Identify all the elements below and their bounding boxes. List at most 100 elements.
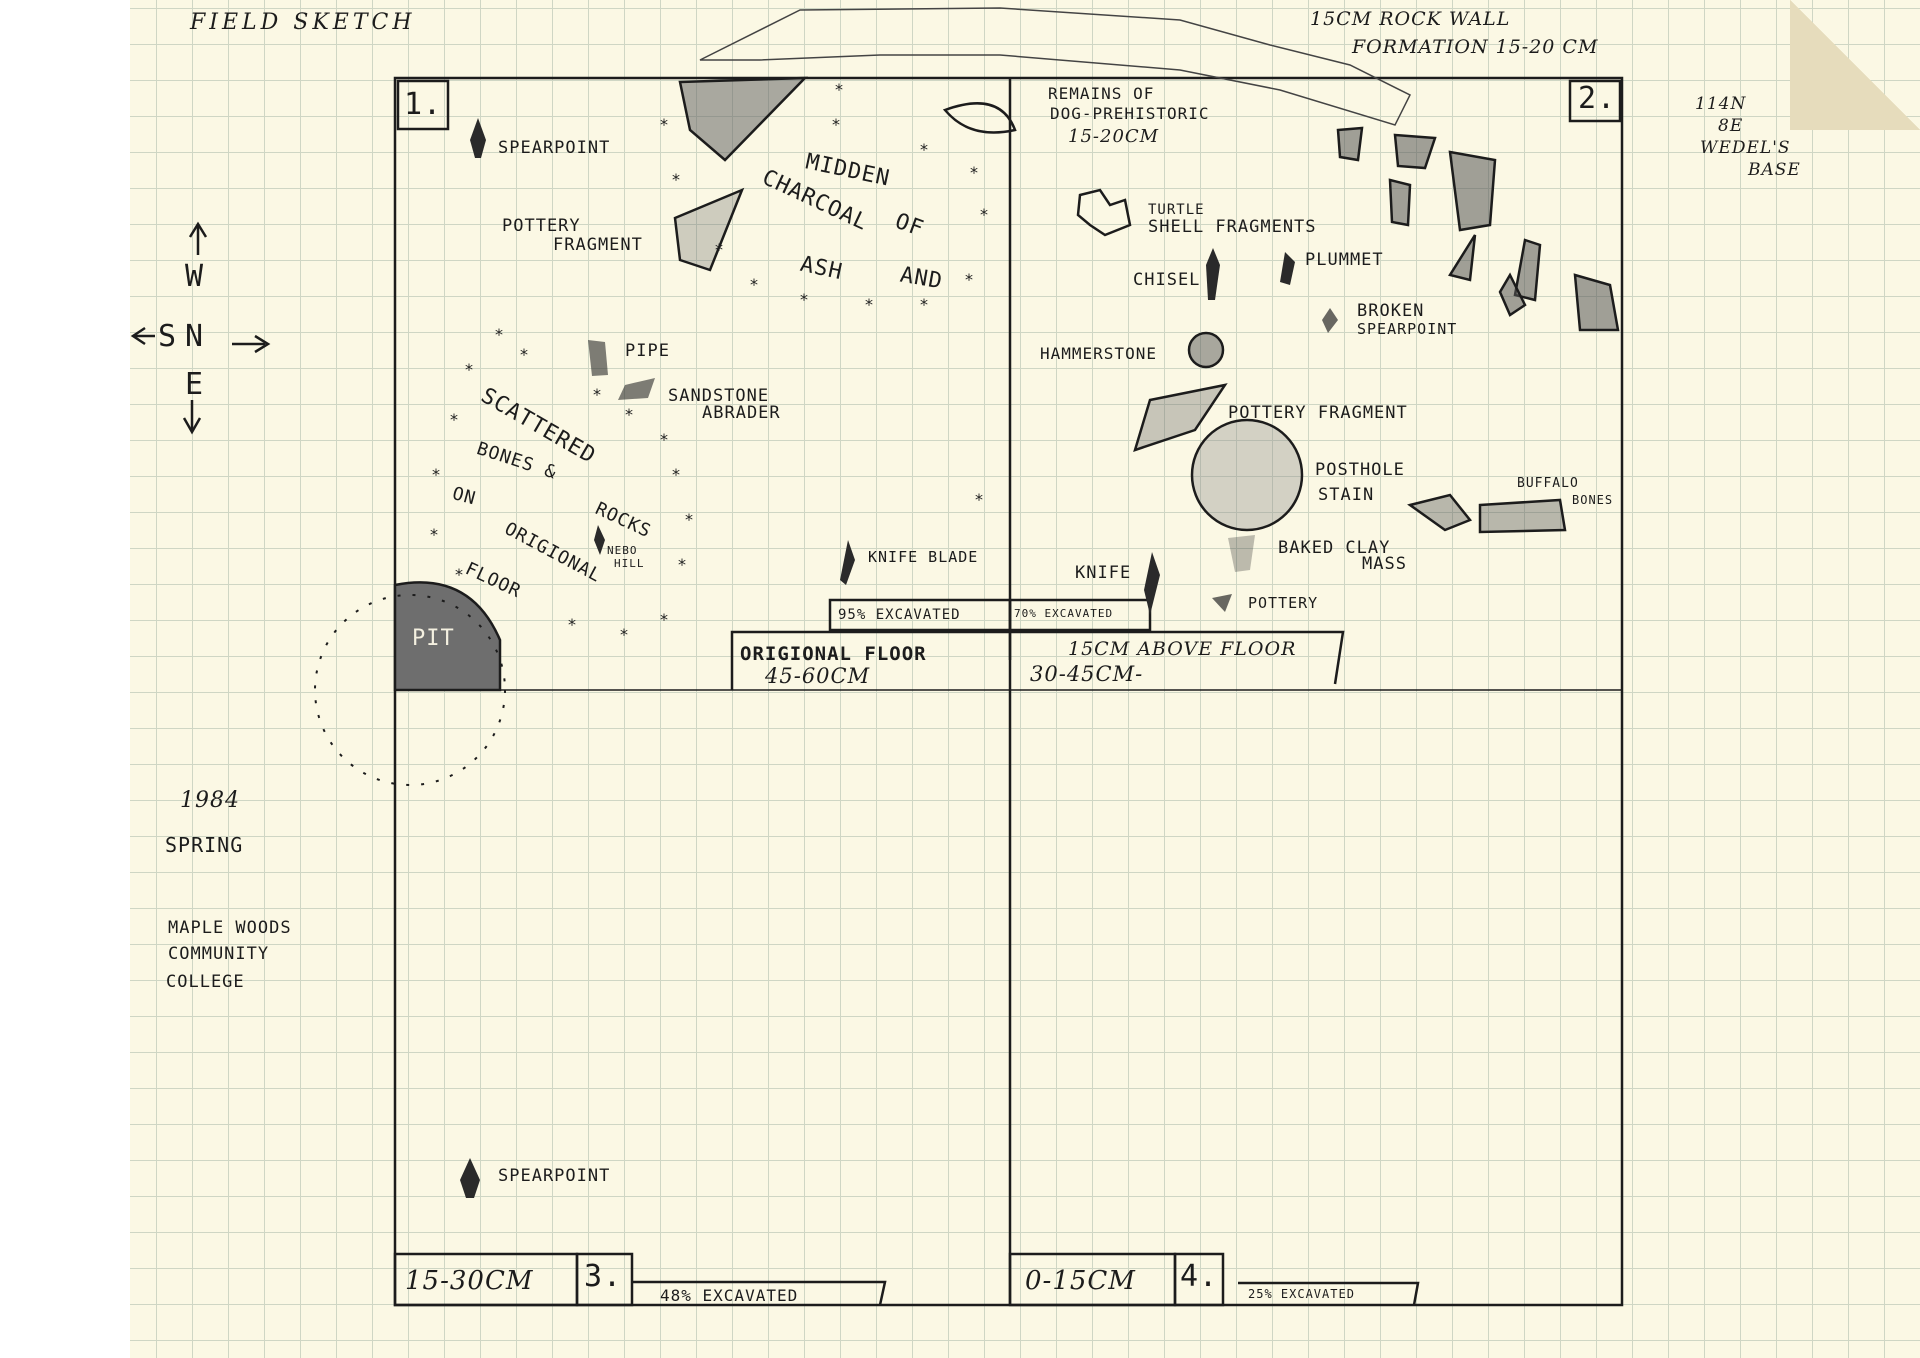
- broken-spearpoint-label-2: SPEARPOINT: [1357, 320, 1458, 338]
- datum-line-4: BASE: [1748, 160, 1801, 180]
- broken-spearpoint-label-1: BROKEN: [1357, 301, 1425, 321]
- svg-text:*: *: [430, 525, 438, 544]
- unit-2-box: [1568, 79, 1622, 123]
- svg-text:*: *: [715, 240, 723, 259]
- pit-label: PIT: [412, 626, 455, 651]
- dog-remains-label-1: REMAINS OF: [1048, 84, 1155, 103]
- unit-3-depth: 15-30cm: [405, 1266, 534, 1296]
- unit-3-excavated: 48% EXCAVATED: [660, 1286, 799, 1305]
- rock-wall-note-1: 15cm ROCK WALL: [1310, 8, 1511, 30]
- pipe-label: PIPE: [625, 341, 670, 361]
- baked-clay-label-1: BAKED CLAY: [1278, 538, 1391, 558]
- svg-text:*: *: [450, 410, 458, 429]
- svg-text:*: *: [678, 555, 686, 574]
- svg-text:*: *: [980, 205, 988, 224]
- posthole-label-2: STAIN: [1318, 485, 1375, 505]
- svg-text:*: *: [495, 325, 503, 344]
- svg-text:*: *: [455, 565, 463, 584]
- original-floor-depth: 45-60CM: [765, 664, 871, 688]
- plummet-drawing: [1280, 252, 1295, 285]
- svg-text:*: *: [660, 430, 668, 449]
- svg-text:*: *: [865, 295, 873, 314]
- dog-remains-label-3: 15-20cm: [1068, 126, 1160, 147]
- svg-text:*: *: [975, 490, 983, 509]
- unit-2-excavated: 70% EXCAVATED: [1014, 607, 1114, 620]
- compass-arrows: [130, 221, 271, 435]
- spearpoint-3-drawing: [460, 1158, 480, 1198]
- knife-blade-label: KNIFE BLADE: [868, 548, 979, 566]
- baked-clay-drawing: [1228, 535, 1255, 572]
- unit-1-box: [396, 79, 450, 131]
- nebo-hill-label-1: NEBO: [607, 544, 638, 557]
- svg-text:*: *: [568, 615, 576, 634]
- original-floor-box: [730, 630, 1012, 690]
- svg-text:*: *: [685, 510, 693, 529]
- svg-text:*: *: [800, 290, 808, 309]
- above-floor-label: 15CM ABOVE FLOOR: [1068, 638, 1297, 660]
- svg-text:*: *: [970, 163, 978, 182]
- excavation-grid-frame: [393, 76, 1624, 1307]
- posthole-label-1: POSTHOLE: [1315, 460, 1405, 480]
- baked-clay-label-2: MASS: [1362, 554, 1407, 574]
- svg-text:*: *: [920, 295, 928, 314]
- spearpoint-3-label: SPEARPOINT: [498, 1166, 611, 1186]
- svg-text:*: *: [750, 275, 758, 294]
- turtle-shell-drawing: [1076, 188, 1132, 237]
- svg-text:*: *: [620, 625, 628, 644]
- sandstone-abrader-label-1: SANDSTONE: [668, 386, 770, 406]
- datum-line-1: 114N: [1695, 94, 1747, 114]
- rock-wall-stones: [1336, 126, 1620, 332]
- scatter-marks: *** *** *** *** *** *** *** *** *** ***: [430, 80, 988, 644]
- knife-label: KNIFE: [1075, 563, 1132, 583]
- compass-center-label: N: [185, 319, 205, 354]
- pottery-fragment-2-label: POTTERY FRAGMENT: [1228, 403, 1408, 423]
- year-label: 1984: [180, 788, 240, 813]
- institution-line-1: MAPLE WOODS: [168, 918, 292, 938]
- svg-text:*: *: [625, 405, 633, 424]
- unit-1-excavated: 95% EXCAVATED: [838, 607, 961, 623]
- unit-3-number: 3.: [584, 1259, 623, 1294]
- compass-down-label: E: [185, 367, 205, 402]
- broken-spearpoint-drawing: [1322, 308, 1338, 333]
- unit-3-number-box: [575, 1252, 634, 1307]
- institution-line-2: COMMUNITY: [168, 944, 270, 964]
- rock-wall-outline: [699, 7, 1412, 126]
- dog-remains-drawing: [942, 102, 1017, 134]
- plummet-label: PLUMMET: [1305, 250, 1384, 270]
- nebo-hill-label-2: HILL: [614, 557, 645, 570]
- svg-text:*: *: [965, 270, 973, 289]
- pottery-label: POTTERY: [1248, 594, 1319, 612]
- pit-outline-dotted: [314, 594, 506, 786]
- pottery-drawing: [1212, 594, 1232, 612]
- folded-corner: [1790, 0, 1920, 130]
- pottery-fragment-drawing: [673, 187, 745, 272]
- buffalo-bones-label-2: BONES: [1572, 493, 1614, 507]
- svg-text:*: *: [660, 115, 668, 134]
- svg-text:*: *: [465, 360, 473, 379]
- pit-shape: [393, 581, 502, 692]
- pipe-drawing: [588, 340, 608, 376]
- unit-2-number: 2.: [1578, 81, 1617, 116]
- pottery-fragment-1-label-2: FRAGMENT: [553, 235, 643, 255]
- knife-blade-drawing: [840, 540, 855, 585]
- svg-text:*: *: [672, 465, 680, 484]
- sandstone-abrader-drawing: [618, 378, 655, 400]
- unit-4-excavated-box: [1238, 1281, 1420, 1306]
- svg-text:*: *: [672, 170, 680, 189]
- svg-text:*: *: [520, 345, 528, 364]
- rock-wall-note-2: FORMATION 15-20 cm: [1352, 36, 1599, 58]
- dog-remains-label-2: DOG-PREHISTORIC: [1050, 104, 1210, 123]
- svg-text:*: *: [660, 610, 668, 629]
- unit-1-number: 1.: [404, 87, 443, 122]
- season-label: SPRING: [165, 833, 244, 857]
- sandstone-abrader-label-2: ABRADER: [702, 403, 781, 423]
- svg-text:*: *: [832, 115, 840, 134]
- buffalo-bones-label-1: BUFFALO: [1517, 476, 1579, 491]
- turtle-shell-label-2: SHELL FRAGMENTS: [1148, 217, 1317, 237]
- compass-up-label: W: [185, 259, 205, 294]
- institution-line-3: COLLEGE: [166, 972, 245, 992]
- unit-4-number: 4.: [1180, 1259, 1219, 1294]
- spearpoint-1-label: SPEARPOINT: [498, 138, 611, 158]
- above-floor-box: [1010, 630, 1345, 685]
